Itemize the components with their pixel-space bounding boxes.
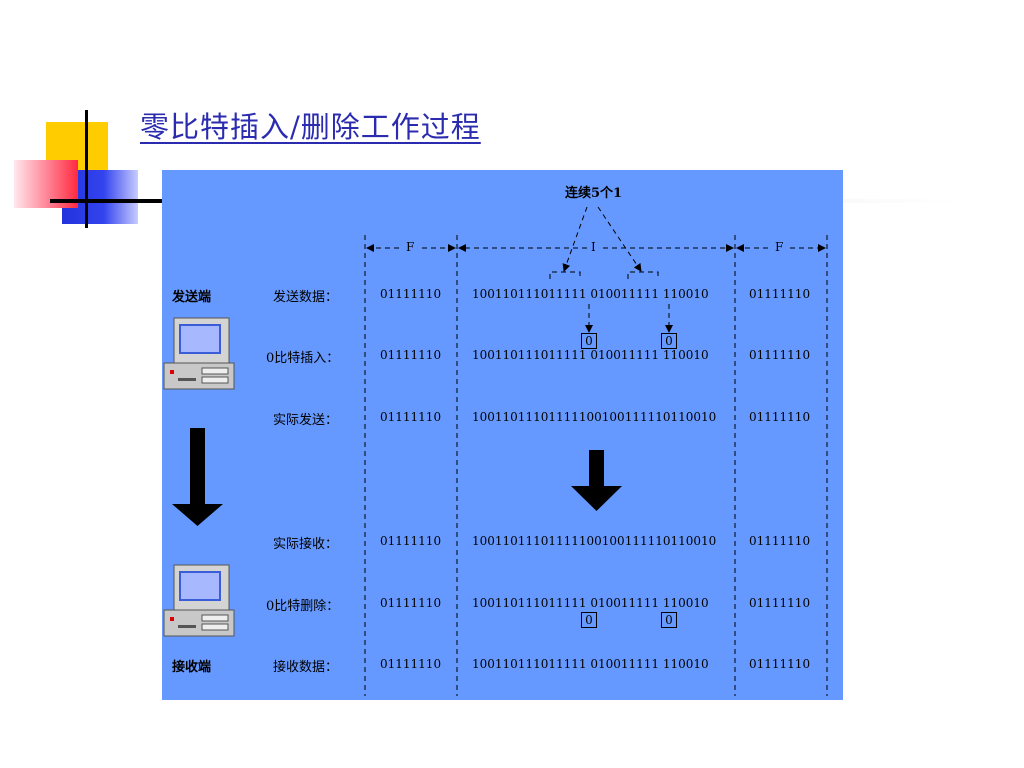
bracket-left bbox=[549, 271, 581, 279]
row-info-bits: 10011011101111100100111110110010 bbox=[472, 534, 717, 548]
deleted-zero-box-2: 0 bbox=[661, 612, 677, 628]
row-label-send-data: 发送数据： bbox=[273, 290, 339, 305]
receiver-computer-icon bbox=[163, 564, 235, 637]
row-flag-left: 01111110 bbox=[380, 348, 442, 362]
sender-label: 发送端 bbox=[172, 290, 212, 305]
diagram-panel: 连续5个1 F I F 发送端 接收端 发送数据： 01111110 10011… bbox=[162, 170, 843, 700]
pointer-line-left bbox=[562, 206, 588, 272]
row-info-bits: 100110111011111 010011111 110010 bbox=[472, 348, 709, 362]
row-flag-left: 01111110 bbox=[380, 534, 442, 548]
vertical-rule-decoration bbox=[85, 110, 88, 228]
info-header: I bbox=[591, 240, 596, 254]
row-flag-left: 01111110 bbox=[380, 596, 442, 610]
row-flag-right: 01111110 bbox=[749, 410, 811, 424]
row-label-receive-data: 接收数据： bbox=[273, 660, 339, 675]
row-info-bits: 100110111011111 010011111 110010 bbox=[472, 596, 709, 610]
row-flag-left: 01111110 bbox=[380, 657, 442, 671]
row-info-bits: 100110111011111 010011111 110010 bbox=[472, 657, 709, 671]
row-flag-right: 01111110 bbox=[749, 348, 811, 362]
flow-arrow-left bbox=[172, 428, 223, 526]
deleted-zero-box-1: 0 bbox=[581, 612, 597, 628]
row-info-bits: 10011011101111100100111110110010 bbox=[472, 410, 717, 424]
inserted-zero-box-1: 0 bbox=[581, 333, 597, 349]
row-flag-left: 01111110 bbox=[380, 287, 442, 301]
pointer-line-right bbox=[597, 206, 642, 272]
row-info-bits: 100110111011111 010011111 110010 bbox=[472, 287, 709, 301]
row-label-zero-insert: 0比特插入： bbox=[266, 351, 340, 366]
flag-left-header: F bbox=[406, 240, 415, 254]
receiver-label: 接收端 bbox=[172, 660, 212, 675]
flag-right-header: F bbox=[775, 240, 784, 254]
row-flag-right: 01111110 bbox=[749, 287, 811, 301]
sender-computer-icon bbox=[163, 317, 235, 390]
row-label-actual-send: 实际发送： bbox=[273, 413, 339, 428]
diagram-lines bbox=[163, 206, 828, 696]
slide-title: 零比特插入/删除工作过程 bbox=[140, 110, 481, 144]
row-flag-left: 01111110 bbox=[380, 410, 442, 424]
row-flag-right: 01111110 bbox=[749, 657, 811, 671]
row-flag-right: 01111110 bbox=[749, 596, 811, 610]
row-label-actual-receive: 实际接收： bbox=[273, 537, 339, 552]
row-flag-right: 01111110 bbox=[749, 534, 811, 548]
inserted-zero-box-2: 0 bbox=[661, 333, 677, 349]
consecutive-ones-label: 连续5个1 bbox=[565, 186, 623, 201]
bracket-right bbox=[627, 271, 659, 279]
row-label-zero-delete: 0比特删除： bbox=[266, 599, 340, 614]
flow-arrow-center bbox=[571, 450, 622, 511]
